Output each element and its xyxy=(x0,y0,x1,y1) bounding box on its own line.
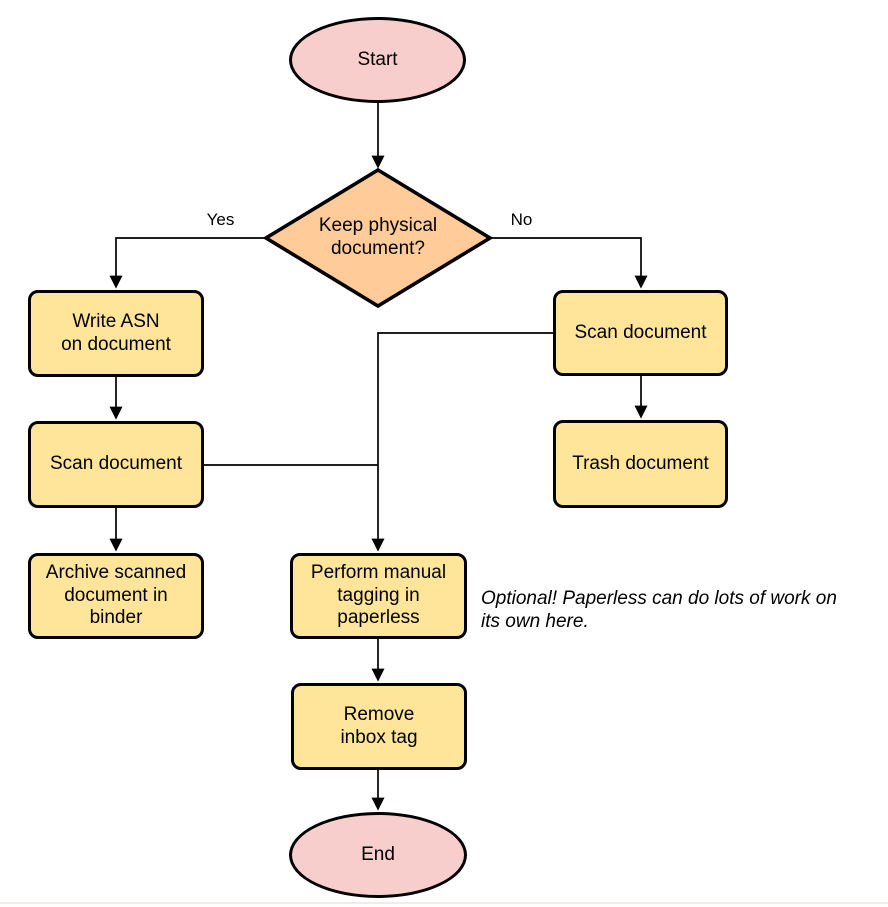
write-asn-label-line1: Write ASN xyxy=(72,310,160,332)
start-label: Start xyxy=(357,48,398,70)
edge-scan-right-to-tagging xyxy=(371,332,553,552)
start-terminal-node: Start xyxy=(289,17,466,103)
end-terminal-node: End xyxy=(289,812,467,898)
archive-label-line2: document in xyxy=(64,584,168,606)
write-asn-label: Write ASN on document xyxy=(61,311,171,357)
remove-inbox-label-line2: inbox tag xyxy=(340,726,418,748)
archive-label: Archive scanned document in binder xyxy=(46,562,186,630)
decision-diamond-shape xyxy=(262,167,494,309)
remove-inbox-label: Remove inbox tag xyxy=(340,704,417,750)
process-archive-node: Archive scanned document in binder xyxy=(28,553,204,639)
edge-label-no: No xyxy=(510,210,533,229)
archive-label-line3: binder xyxy=(89,607,143,629)
decision-label-line1: Keep physical xyxy=(318,215,438,236)
archive-label-line1: Archive scanned xyxy=(45,561,187,583)
tagging-label: Perform manual tagging in paperless xyxy=(311,562,446,630)
tagging-label-line3: paperless xyxy=(337,607,420,629)
process-trash-document-node: Trash document xyxy=(553,420,728,508)
decision-label-line2: document? xyxy=(330,237,425,259)
trash-label: Trash document xyxy=(572,452,709,474)
process-manual-tagging-node: Perform manual tagging in paperless xyxy=(290,553,467,639)
scan-left-label: Scan document xyxy=(49,453,183,475)
edge-label-yes: Yes xyxy=(206,210,235,229)
optional-annotation-line2: its own here. xyxy=(481,610,589,632)
scan-right-label: Scan document xyxy=(574,321,707,343)
process-remove-inbox-tag-node: Remove inbox tag xyxy=(291,683,467,770)
write-asn-label-line2: on document xyxy=(61,333,171,355)
tagging-label-line1: Perform manual xyxy=(310,561,447,583)
edge-decision-yes-to-write-asn xyxy=(109,237,266,289)
remove-inbox-label-line1: Remove xyxy=(343,703,415,725)
process-scan-document-left-node: Scan document xyxy=(28,421,204,508)
end-label: End xyxy=(361,843,395,865)
optional-annotation-line1: Optional! Paperless can do lots of work … xyxy=(481,588,837,609)
tagging-label-line2: tagging in xyxy=(337,584,420,606)
optional-annotation: Optional! Paperless can do lots of work … xyxy=(481,588,888,634)
page-bottom-edge xyxy=(0,902,888,904)
process-scan-document-right-node: Scan document xyxy=(553,290,728,376)
edge-decision-no-to-scan-right xyxy=(490,237,648,289)
process-write-asn-node: Write ASN on document xyxy=(28,290,204,377)
decision-label: Keep physical document? xyxy=(288,215,468,261)
